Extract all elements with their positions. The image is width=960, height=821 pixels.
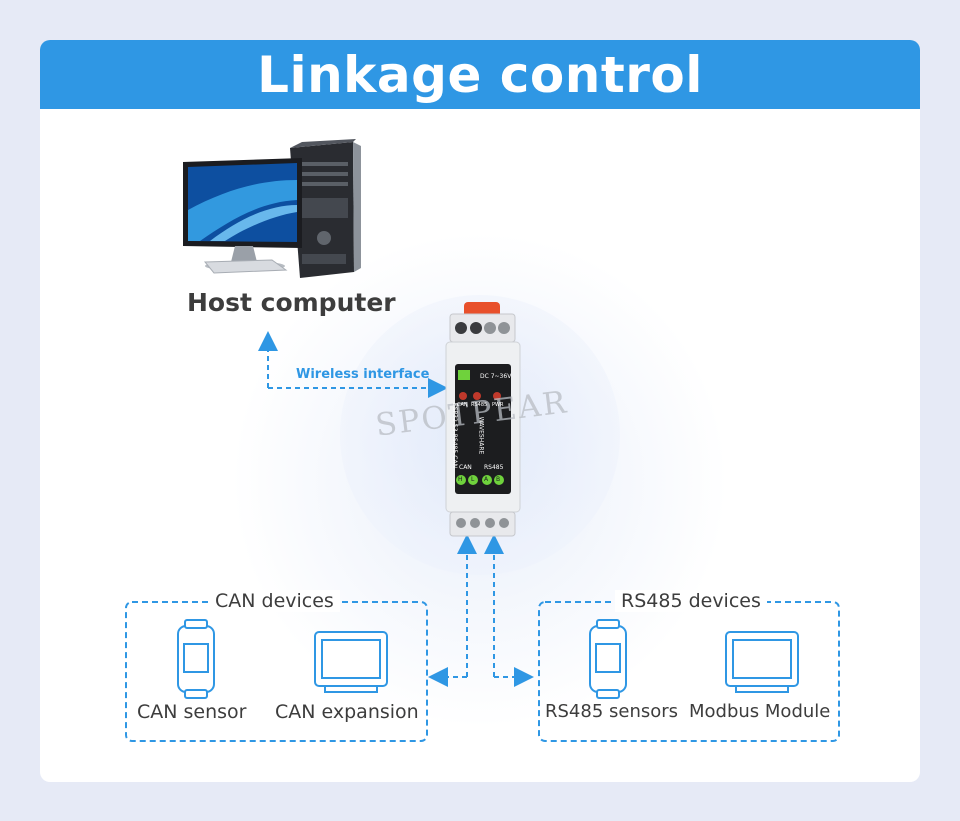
device-terminal-a: A bbox=[484, 476, 489, 483]
rs485-sensor-icon bbox=[589, 619, 627, 699]
device-terminal-h: H bbox=[458, 476, 463, 483]
wireless-interface-label: Wireless interface bbox=[296, 367, 430, 382]
can-expansion-icon bbox=[314, 631, 388, 693]
diagram-title: Linkage control bbox=[257, 45, 703, 104]
title-banner: Linkage control bbox=[40, 40, 920, 109]
device-terminal-b: B bbox=[496, 476, 501, 483]
device-terminal-l: L bbox=[471, 476, 475, 483]
can-group-title: CAN devices bbox=[209, 590, 340, 612]
can-sensor-icon bbox=[177, 619, 215, 699]
device-brand: WAVESHARE bbox=[477, 416, 485, 455]
host-computer-label: Host computer bbox=[187, 288, 396, 317]
can-sensor-label: CAN sensor bbox=[137, 701, 247, 723]
host-computer-icon bbox=[183, 139, 361, 278]
device-dc-label: DC 7~36V bbox=[480, 373, 512, 380]
modbus-module-label: Modbus Module bbox=[689, 701, 831, 722]
connector-layer bbox=[125, 139, 840, 742]
device-port-rs485: RS485 bbox=[484, 464, 504, 471]
gateway-device bbox=[445, 302, 521, 537]
diagram-card: Linkage control bbox=[40, 40, 920, 782]
device-side-text: ESP32-S3-RS485-CAN bbox=[451, 402, 459, 469]
rs485-group-title: RS485 devices bbox=[615, 590, 767, 612]
device-led-pwr: PWR bbox=[492, 402, 504, 408]
device-port-can: CAN bbox=[459, 464, 472, 471]
device-led-rs485: RS485 bbox=[471, 402, 488, 408]
can-expansion-label: CAN expansion bbox=[275, 701, 419, 723]
modbus-module-icon bbox=[725, 631, 799, 693]
rs485-sensors-label: RS485 sensors bbox=[545, 701, 679, 722]
device-led-can: CAN bbox=[457, 402, 468, 408]
